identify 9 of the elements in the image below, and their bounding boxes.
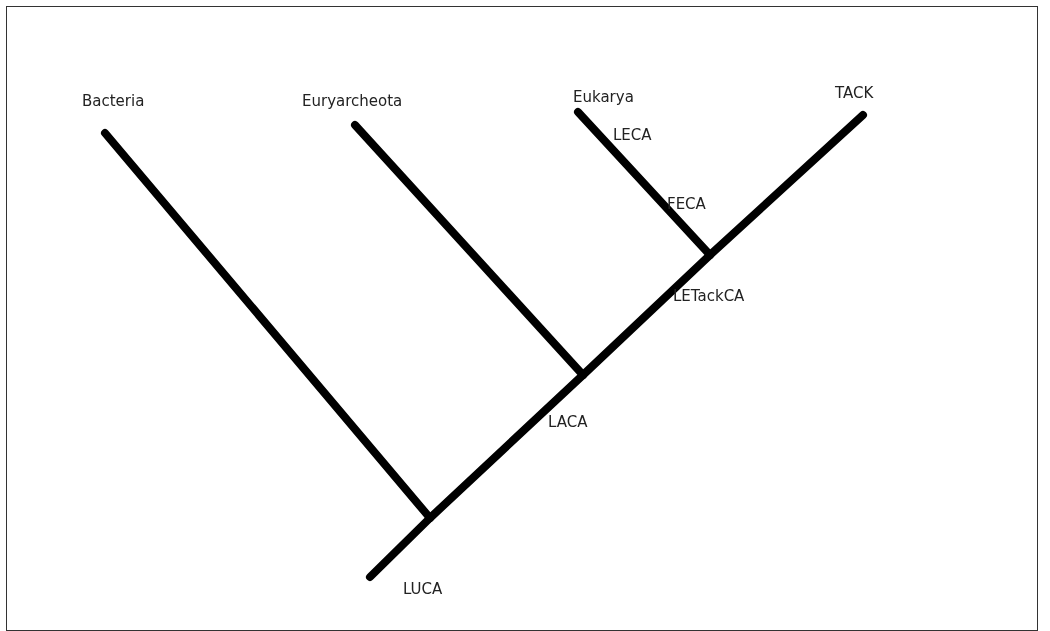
ancestor-label: LACA xyxy=(548,413,588,431)
taxon-label: TACK xyxy=(835,84,874,102)
branch-label: LECA xyxy=(613,126,652,144)
ancestor-label: LUCA xyxy=(403,580,443,598)
taxon-label: Bacteria xyxy=(82,92,145,110)
taxon-label: Eukarya xyxy=(573,88,634,106)
branch-label: FECA xyxy=(667,195,706,213)
taxon-label: Euryarcheota xyxy=(302,92,403,110)
ancestor-label: LETackCA xyxy=(673,287,745,305)
